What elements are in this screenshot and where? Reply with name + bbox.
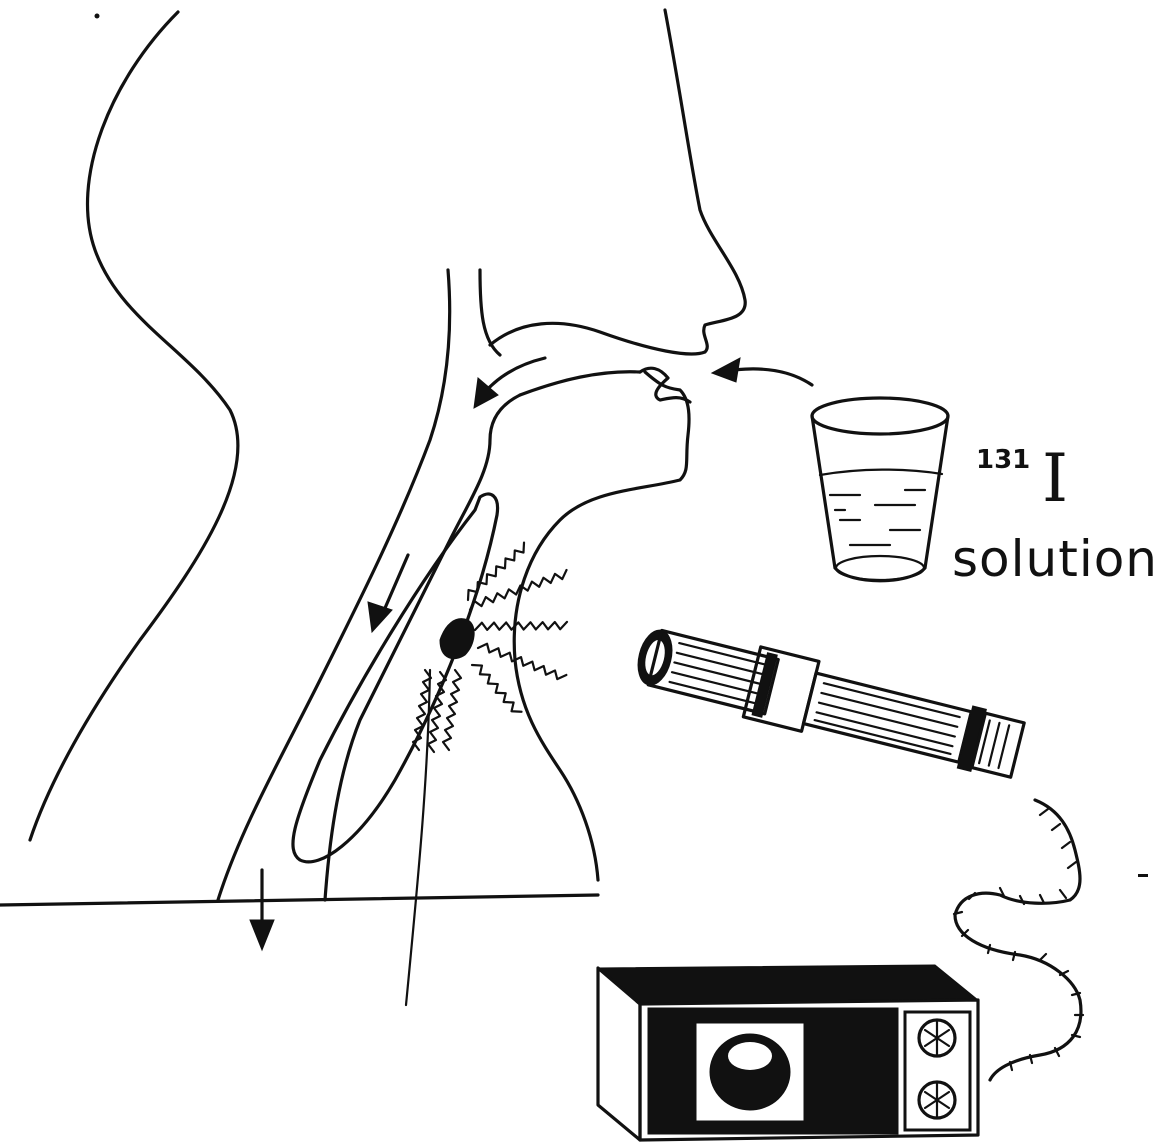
radiation-wave bbox=[467, 556, 569, 624]
flow-arrow-esophagus bbox=[382, 555, 408, 615]
isotope-mass-label: 131 bbox=[976, 445, 1030, 475]
counter-meter-box-icon bbox=[598, 965, 978, 1140]
isotope-symbol-label: I bbox=[1042, 446, 1068, 512]
radiation-wave bbox=[443, 670, 461, 750]
flow-arrow-throat bbox=[485, 358, 545, 392]
speck bbox=[95, 14, 100, 19]
head-profile bbox=[30, 10, 745, 880]
speck bbox=[1138, 874, 1148, 877]
radiation-detector-probe-icon bbox=[631, 619, 1027, 783]
radiation-wave bbox=[474, 608, 568, 644]
base-line bbox=[0, 895, 598, 905]
esophagus bbox=[218, 270, 640, 900]
coiled-cable bbox=[955, 800, 1081, 1080]
glass-of-solution-icon bbox=[812, 398, 948, 581]
solution-label: solution bbox=[952, 530, 1158, 588]
trachea bbox=[293, 494, 498, 862]
thyroid-gland bbox=[440, 619, 474, 659]
